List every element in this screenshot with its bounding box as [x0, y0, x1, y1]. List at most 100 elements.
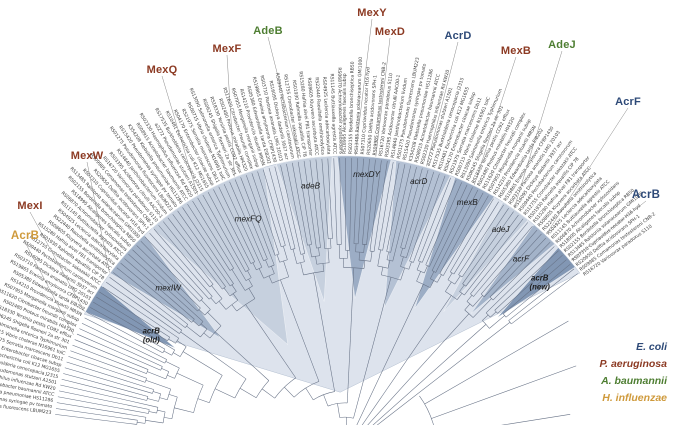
- leader-line-adej: [513, 50, 563, 209]
- tree-branch: [490, 311, 497, 318]
- tree-branch: [116, 267, 188, 325]
- tree-branch: [404, 169, 429, 249]
- tree-branch: [165, 361, 180, 369]
- clade-wedge-acrB-new: [497, 247, 576, 318]
- tree-branch: [456, 293, 463, 300]
- tree-branch: [147, 371, 166, 380]
- tree-branch: [283, 260, 289, 277]
- tree-branch: [337, 403, 341, 418]
- tree-branch: [182, 207, 234, 284]
- tree-branch: [358, 252, 360, 261]
- tree-branch: [268, 275, 273, 284]
- tree-branch: [102, 286, 179, 339]
- tree-branch: [261, 388, 275, 399]
- tree-branch: [367, 313, 470, 425]
- gene-label-mexy: MexY: [357, 7, 387, 19]
- tree-branch: [458, 204, 504, 275]
- tree-branch: [99, 291, 170, 338]
- tree-branch: [247, 270, 252, 278]
- tree-branch: [464, 218, 524, 296]
- leader-line-acrd: [426, 41, 459, 167]
- gene-label-acrf: AcrF: [615, 96, 641, 108]
- tree-branch: [84, 317, 167, 360]
- clade-wedge-acrD: [384, 160, 451, 308]
- tree-branch: [168, 338, 176, 344]
- leader-line-acrb-ecoli: [570, 200, 647, 261]
- tree-branch: [144, 236, 203, 299]
- tree-branch: [223, 184, 263, 268]
- tree-branch: [66, 361, 154, 390]
- tree-branch: [168, 394, 178, 398]
- tree-branch: [55, 408, 138, 421]
- tree-branch: [353, 277, 392, 419]
- tree-branch: [489, 237, 547, 298]
- legend-item-a-baumannii: A. baumannii: [601, 375, 667, 387]
- tree-branch: [424, 265, 428, 274]
- tree-branch: [465, 214, 519, 287]
- tree-branch: [109, 277, 182, 331]
- tree-branch: [333, 158, 338, 245]
- leader-line-mexi: [29, 211, 85, 312]
- tree-branch: [300, 262, 304, 275]
- tree-branch: [120, 262, 192, 323]
- tree-branch: [203, 332, 211, 339]
- tree-branch: [305, 387, 314, 401]
- tree-branch: [145, 420, 164, 424]
- tree-branch: [79, 328, 163, 367]
- tree-branch: [61, 378, 147, 401]
- tree-branch: [505, 264, 571, 318]
- tree-branch: [271, 266, 275, 274]
- tree-branch: [70, 350, 147, 379]
- tree-branch: [76, 333, 161, 371]
- tree-branch: [283, 246, 288, 260]
- tree-branch: [200, 323, 208, 330]
- leader-line-adeb: [267, 36, 300, 159]
- tree-branch: [327, 248, 330, 263]
- tree-branch: [145, 380, 171, 390]
- clade-label-acrB-old: acrB(old): [143, 327, 161, 345]
- tree-branch: [128, 253, 204, 322]
- tree-branch: [252, 262, 257, 271]
- tree-branch: [280, 165, 302, 255]
- tree-branch: [232, 293, 239, 301]
- tree-branch: [63, 373, 148, 397]
- leader-line-mexw: [86, 161, 110, 273]
- tip-label: RS13485 Ralstonia solanacearum GMI1000: [354, 57, 364, 155]
- tree-branch: [74, 339, 149, 370]
- tree-branch: [137, 422, 146, 424]
- tree-branch: [213, 189, 252, 264]
- clade-label-mexIW: mexIW: [155, 284, 182, 293]
- tree-branch: [377, 249, 381, 267]
- tree-branch: [376, 322, 511, 425]
- tree-branch: [251, 173, 280, 255]
- tree-branch: [93, 301, 175, 351]
- gene-label-mexw: MexW: [70, 150, 104, 162]
- tree-branch: [157, 409, 166, 413]
- tree-branch: [240, 177, 275, 266]
- clade-label-mexFQ: mexFQ: [235, 215, 262, 224]
- tip-label: RS02155 Bordetella bronchiseptica RB50: [348, 61, 356, 154]
- tree-branch: [392, 166, 417, 262]
- tree-branch: [400, 256, 404, 267]
- tip-label: RS11145 Buttiauxella agrestis ATCC: [329, 73, 338, 154]
- tree-branch: [497, 254, 563, 314]
- tree-branch: [484, 233, 542, 298]
- tree-branch: [406, 171, 435, 258]
- tree-branch: [370, 251, 373, 262]
- tree-branch: [207, 312, 222, 327]
- tree-branch: [431, 187, 473, 271]
- tree-branch: [172, 214, 226, 287]
- tree-branch: [60, 384, 158, 408]
- tree-branch: [159, 397, 168, 401]
- tree-branch: [68, 356, 146, 383]
- tree-branch: [309, 160, 321, 248]
- tree-branch: [197, 398, 210, 403]
- tip-label: RS07310 Cupriavidus necator H16 hyd: [360, 67, 372, 155]
- tree-branch: [322, 263, 325, 272]
- leader-line-acrf: [545, 107, 629, 235]
- tree-branch: [472, 295, 483, 307]
- tree-branch: [64, 367, 153, 394]
- tree-branch: [292, 162, 308, 246]
- tree-branch: [447, 272, 453, 280]
